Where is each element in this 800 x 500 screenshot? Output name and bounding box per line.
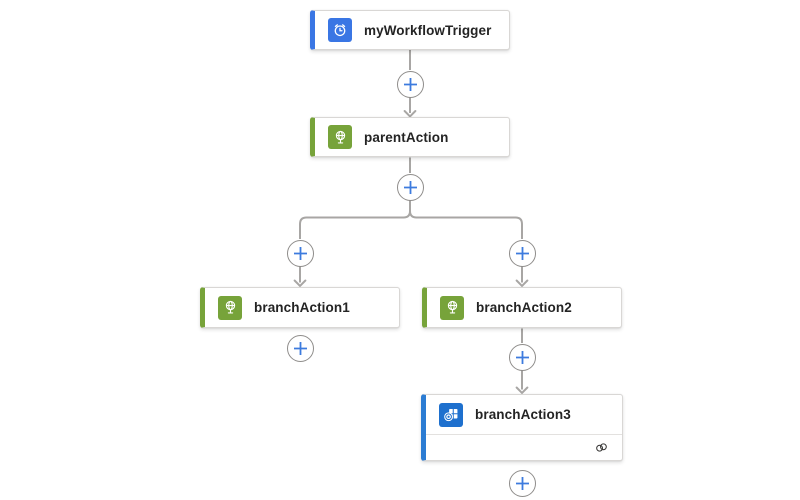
plus-icon — [515, 476, 530, 491]
node-label: myWorkflowTrigger — [364, 22, 492, 38]
http-globe-icon — [440, 295, 464, 320]
insert-step-button-branch2-top[interactable] — [508, 239, 536, 267]
plus-icon — [293, 246, 308, 261]
office365-outlook-icon — [439, 402, 463, 427]
edge-split-right — [409, 200, 523, 239]
node-label: branchAction1 — [254, 300, 350, 315]
insert-step-button-after-branchaction1[interactable] — [286, 334, 314, 362]
plus-icon — [515, 350, 530, 365]
insert-step-button-after-branchaction3[interactable] — [508, 469, 536, 497]
arrowhead-parent — [403, 110, 417, 118]
node-card: myWorkflowTrigger — [315, 11, 509, 49]
connection-badge-button[interactable] — [591, 437, 612, 458]
recurrence-clock-icon — [328, 18, 352, 42]
node-card: parentAction — [315, 118, 509, 156]
insert-step-button-after-parentaction[interactable] — [396, 173, 424, 201]
node-parentAction[interactable]: parentAction — [310, 117, 510, 157]
http-globe-icon — [218, 295, 242, 320]
insert-step-button-after-branchaction2[interactable] — [508, 343, 536, 371]
node-branchAction2[interactable]: branchAction2 — [422, 287, 622, 328]
plus-icon — [515, 246, 530, 261]
node-connection-footer — [426, 434, 622, 460]
node-card: branchAction2 — [427, 288, 621, 327]
node-label: parentAction — [364, 129, 449, 145]
node-label: branchAction3 — [475, 407, 571, 422]
connection-icon — [593, 439, 610, 456]
insert-step-button-after-trigger[interactable] — [396, 70, 424, 98]
node-myWorkflowTrigger[interactable]: myWorkflowTrigger — [310, 10, 510, 50]
arrowhead-branch1 — [293, 279, 307, 287]
node-branchAction3[interactable]: branchAction3 — [421, 394, 623, 461]
plus-icon — [403, 77, 418, 92]
plus-icon — [293, 341, 308, 356]
arrowhead-branch2 — [515, 279, 529, 287]
node-label: branchAction2 — [476, 300, 572, 315]
node-branchAction1[interactable]: branchAction1 — [200, 287, 400, 328]
http-globe-icon — [328, 125, 352, 149]
arrowhead-branch3 — [515, 386, 529, 394]
insert-step-button-branch1-top[interactable] — [286, 239, 314, 267]
node-card: branchAction1 — [205, 288, 399, 327]
plus-icon — [403, 180, 418, 195]
node-card: branchAction3 — [426, 395, 622, 434]
edge-split-left — [299, 200, 411, 239]
